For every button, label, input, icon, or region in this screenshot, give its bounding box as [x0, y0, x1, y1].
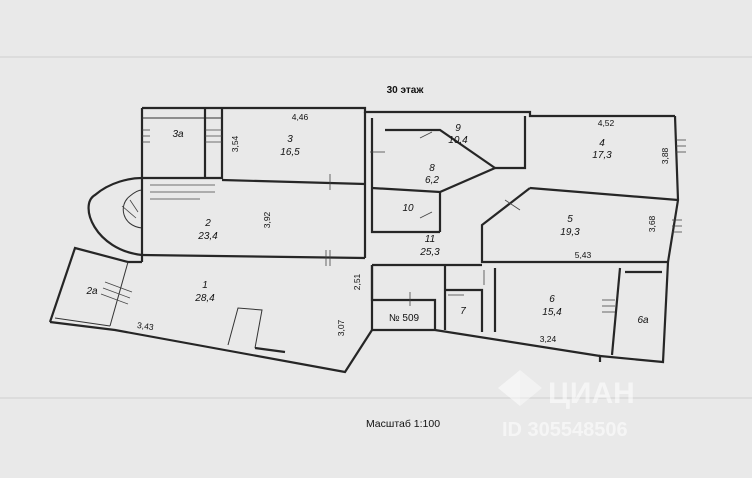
room-3-number: 3	[287, 134, 293, 145]
room-4-area: 17,3	[592, 150, 612, 161]
room-labels: 3a 3 16,5 9 10,4 4 17,3 8 6,2 10 2 23,4 …	[85, 123, 649, 326]
walls	[48, 106, 680, 374]
room-10-number: 10	[402, 203, 414, 214]
room-2a-number: 2a	[85, 286, 98, 297]
window-hatching	[100, 129, 686, 313]
dim-452: 4,52	[598, 118, 615, 128]
dimension-labels: 4,46 3,54 4,52 3,88 3,92 3,68 5,43 2,51 …	[137, 112, 670, 344]
room-5-area: 19,3	[560, 227, 580, 238]
dim-354: 3,54	[230, 135, 240, 152]
dim-343: 3,43	[137, 320, 155, 332]
dim-543: 5,43	[575, 250, 592, 260]
room-9-number: 9	[455, 123, 461, 134]
room-3a-number: 3a	[172, 129, 184, 140]
room-1-area: 28,4	[194, 293, 215, 304]
room-9-area: 10,4	[448, 135, 468, 146]
dim-307: 3,07	[336, 319, 346, 336]
unit-number: № 509	[389, 313, 420, 324]
dim-392: 3,92	[262, 211, 272, 228]
room-11-area: 25,3	[419, 247, 440, 258]
room-6-number: 6	[549, 294, 555, 305]
dim-388: 3,88	[660, 147, 670, 164]
dim-324: 3,24	[540, 334, 557, 344]
cian-watermark: ЦИАН ID 305548506	[498, 370, 635, 441]
watermark-id: ID 305548506	[502, 419, 628, 441]
room-5-number: 5	[567, 214, 573, 225]
dim-446: 4,46	[292, 112, 309, 122]
room-7-number: 7	[460, 306, 466, 317]
room-6a-number: 6a	[637, 315, 649, 326]
room-11-number: 11	[425, 234, 435, 245]
floor-label: 30 этаж	[387, 85, 425, 96]
room-2-area: 23,4	[197, 231, 218, 242]
dim-368: 3,68	[647, 215, 657, 232]
scale-label: Масштаб 1:100	[366, 418, 440, 430]
room-4-number: 4	[599, 138, 605, 149]
cian-logo-icon	[498, 370, 542, 406]
room-8-area: 6,2	[425, 175, 439, 186]
room-1-number: 1	[202, 280, 208, 291]
room-2-number: 2	[204, 218, 211, 229]
room-8-number: 8	[429, 163, 435, 174]
watermark-brand: ЦИАН	[548, 377, 635, 410]
dim-251: 2,51	[352, 273, 362, 290]
room-3-area: 16,5	[280, 147, 300, 158]
room-6-area: 15,4	[542, 307, 562, 318]
